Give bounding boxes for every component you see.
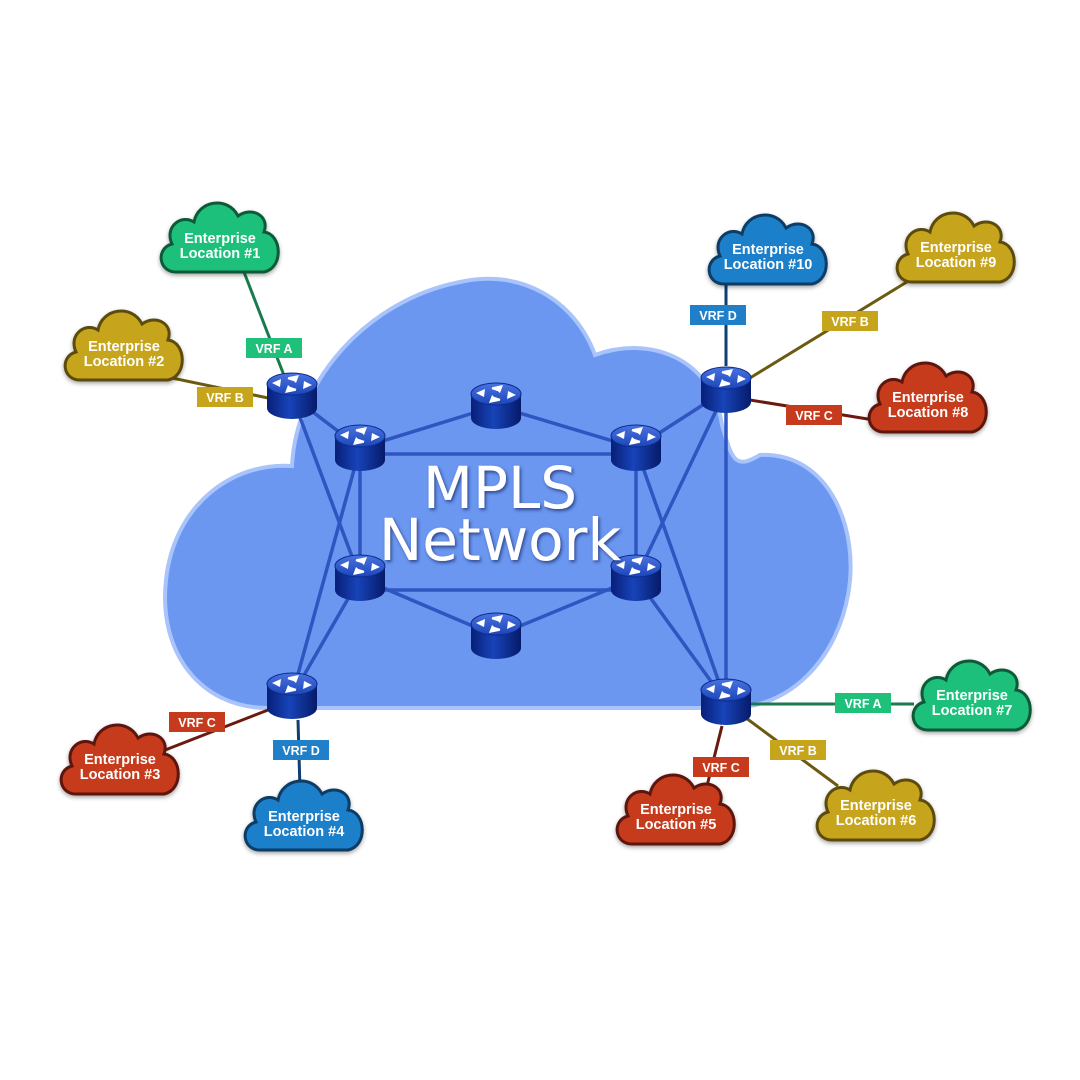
- vrf-label-loc7: VRF A: [835, 693, 891, 713]
- svg-text:VRF C: VRF C: [178, 716, 216, 730]
- svg-text:Location #9: Location #9: [916, 255, 997, 271]
- svg-text:VRF A: VRF A: [255, 342, 292, 356]
- location-cloud-3: Enterprise Location #3: [59, 723, 180, 796]
- svg-text:Location #5: Location #5: [636, 817, 717, 833]
- svg-text:VRF B: VRF B: [831, 315, 869, 329]
- enterprise-locations: Enterprise Location #1 Enterprise Locati…: [59, 201, 1032, 852]
- vrf-label-loc9: VRF B: [822, 311, 878, 331]
- svg-text:VRF D: VRF D: [699, 309, 737, 323]
- location-cloud-1: Enterprise Location #1: [159, 201, 280, 274]
- svg-text:Location #7: Location #7: [932, 703, 1013, 719]
- vrf-label-loc3: VRF C: [169, 712, 225, 732]
- svg-text:Enterprise: Enterprise: [88, 339, 160, 355]
- location-cloud-2: Enterprise Location #2: [63, 309, 184, 382]
- location-cloud-9: Enterprise Location #9: [895, 211, 1016, 284]
- svg-text:Location #3: Location #3: [80, 767, 161, 783]
- title-line-2: Network: [379, 506, 622, 574]
- svg-text:Enterprise: Enterprise: [892, 390, 964, 406]
- svg-text:Location #1: Location #1: [180, 246, 261, 262]
- vrf-label-loc6: VRF B: [770, 740, 826, 760]
- svg-text:Enterprise: Enterprise: [840, 798, 912, 814]
- edge-router-top-right-icon: [699, 365, 753, 415]
- vrf-label-loc8: VRF C: [786, 405, 842, 425]
- svg-text:VRF C: VRF C: [702, 761, 740, 775]
- svg-text:VRF B: VRF B: [206, 391, 244, 405]
- svg-text:Enterprise: Enterprise: [84, 752, 156, 768]
- location-cloud-10: Enterprise Location #10: [707, 213, 828, 286]
- core-router-upper-left-icon: [333, 423, 387, 473]
- vrf-label-loc4: VRF D: [273, 740, 329, 760]
- svg-text:VRF C: VRF C: [795, 409, 833, 423]
- svg-text:VRF B: VRF B: [779, 744, 817, 758]
- edge-router-bottom-right-icon: [699, 677, 753, 727]
- mpls-cloud: [163, 276, 853, 710]
- svg-text:Enterprise: Enterprise: [640, 802, 712, 818]
- svg-text:VRF D: VRF D: [282, 744, 320, 758]
- vrf-label-loc2: VRF B: [197, 387, 253, 407]
- location-cloud-4: Enterprise Location #4: [243, 779, 364, 852]
- svg-text:Enterprise: Enterprise: [732, 242, 804, 258]
- vrf-label-loc1: VRF A: [246, 338, 302, 358]
- edge-router-bottom-left-icon: [265, 671, 319, 721]
- location-cloud-6: Enterprise Location #6: [815, 769, 936, 842]
- edge-router-top-left-icon: [265, 371, 319, 421]
- svg-text:Enterprise: Enterprise: [184, 231, 256, 247]
- location-cloud-5: Enterprise Location #5: [615, 773, 736, 846]
- location-cloud-7: Enterprise Location #7: [911, 659, 1032, 732]
- title-line-1: MPLS: [423, 454, 577, 522]
- svg-text:Enterprise: Enterprise: [920, 240, 992, 256]
- core-router-top-center-icon: [469, 381, 523, 431]
- core-router-lower-left-icon: [333, 553, 387, 603]
- core-router-bottom-center-icon: [469, 611, 523, 661]
- vrf-label-loc5: VRF C: [693, 757, 749, 777]
- svg-text:Location #8: Location #8: [888, 405, 969, 421]
- vrf-labels: VRF A VRF B VRF C VRF D VRF D VRF B VRF …: [169, 305, 891, 777]
- svg-text:Location #10: Location #10: [724, 257, 813, 273]
- svg-text:VRF A: VRF A: [844, 697, 881, 711]
- svg-text:Enterprise: Enterprise: [268, 809, 340, 825]
- vrf-label-loc10: VRF D: [690, 305, 746, 325]
- svg-text:Location #2: Location #2: [84, 354, 165, 370]
- location-cloud-8: Enterprise Location #8: [867, 361, 988, 434]
- svg-text:Location #6: Location #6: [836, 813, 917, 829]
- network-title: MPLS Network: [379, 454, 622, 574]
- svg-text:Enterprise: Enterprise: [936, 688, 1008, 704]
- svg-text:Location #4: Location #4: [264, 824, 345, 840]
- core-router-upper-right-icon: [609, 423, 663, 473]
